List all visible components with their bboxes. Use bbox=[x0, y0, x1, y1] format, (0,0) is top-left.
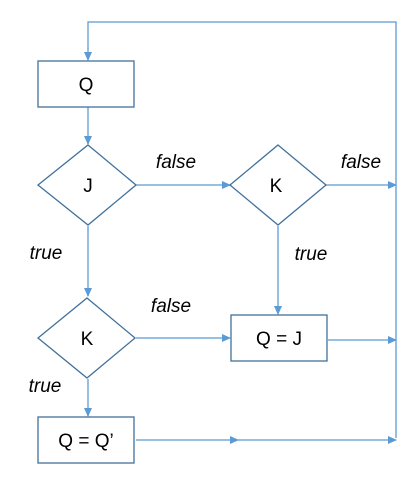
k-top-true-label: true bbox=[295, 244, 328, 265]
loop-back-edge bbox=[84, 21, 397, 438]
nodes: Q J K K Q = J Q = Q’ bbox=[36, 60, 328, 464]
q-box bbox=[37, 60, 135, 108]
k-bottom-false-label: false bbox=[151, 296, 191, 317]
q-box-label: Q bbox=[79, 75, 94, 96]
q-equals-j-label: Q = J bbox=[256, 329, 302, 350]
k-diamond-top bbox=[228, 144, 328, 226]
k-diamond-top-label: K bbox=[270, 176, 283, 197]
j-false-label: false bbox=[156, 152, 196, 173]
edges bbox=[84, 21, 397, 444]
j-diamond-label: J bbox=[83, 176, 93, 197]
q-equals-j-box bbox=[230, 314, 328, 362]
j-diamond bbox=[36, 144, 138, 226]
edge-labels: false false true true false true bbox=[29, 152, 381, 397]
j-true-label: true bbox=[30, 243, 63, 264]
q-equals-qprime-box bbox=[37, 416, 135, 464]
k-top-false-label: false bbox=[341, 152, 381, 173]
k-diamond-bottom bbox=[36, 297, 137, 379]
q-equals-qprime-label: Q = Q’ bbox=[58, 431, 113, 452]
k-bottom-true-label: true bbox=[29, 376, 62, 397]
k-diamond-bottom-label: K bbox=[81, 329, 94, 350]
